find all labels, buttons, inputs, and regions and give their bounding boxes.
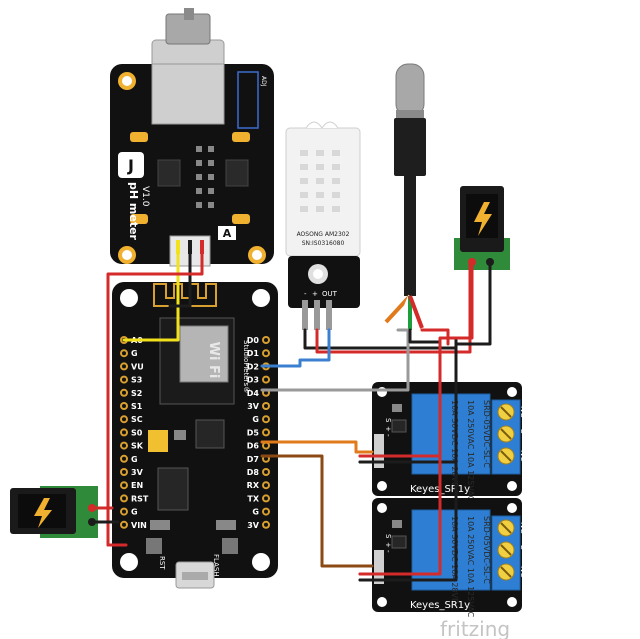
relay-input-label: S [384,418,392,423]
wire-d6-relay1 [260,440,374,454]
relay-input-label: S [384,534,392,539]
right-pin-label: D3 [247,376,259,385]
adj-label: ADJ [260,76,267,87]
right-pin-label: D1 [247,349,260,358]
left-pin-label: G [131,349,138,358]
relay-spec-line: SRD-05VDC-SL-C [482,516,491,584]
dc-jack-top [454,186,510,270]
terminal-label: NO [519,566,528,578]
wire-ds18b20-gnd [408,328,442,344]
dfrobot-logo [118,152,144,178]
right-pin-label: D7 [247,455,259,464]
wire-ph-signal [122,242,180,342]
relay-input-label: + [384,542,392,548]
relay-spec-line: 10A 250VAC 10A 125VAC [466,400,475,502]
wifi-logo: Wi Fi [206,342,221,379]
wire-ph-vcc [106,242,204,547]
rst-button[interactable] [146,538,162,554]
left-pin-label: EN [131,481,143,490]
bnc-connector-pin [184,8,194,20]
right-pin-label: 3V [247,521,260,530]
ds18b20-probe [384,63,426,330]
right-pin-label: D4 [247,389,260,398]
label-a: A [223,227,232,240]
wire-jack-vcc [358,260,474,458]
dht22-plus: + [312,290,318,298]
right-pin-label: D5 [247,428,260,437]
left-pin-label: RST [131,494,149,503]
right-pin-label: TX [247,494,259,503]
dht22-minus: - [304,290,307,298]
dht22-model-label: AOSONG AM2302 [297,231,350,238]
relay-cube [411,509,491,591]
right-pin-label: D2 [247,362,259,371]
right-pin-label: D0 [247,336,260,345]
flash-button[interactable] [222,538,238,554]
probe-cable [404,176,416,296]
ph-meter-board: J pH meter V1.0 ADJ A [110,8,274,267]
left-pin-label: SK [131,442,144,451]
wires [90,242,492,582]
dht22-sensor: AOSONG AM2302 SN:IS0316080 - + OUT [285,121,361,330]
right-pin-label: 3V [247,402,260,411]
power-bolt-icon [474,202,492,236]
left-pin-label: VIN [131,521,147,530]
wire-ds18b20-data [260,328,410,392]
ph-meter-version: V1.0 [140,186,150,207]
wire-d7-relay2 [260,454,374,568]
fritzing-watermark: fritzing [440,617,510,639]
left-pin-label: 3V [131,468,144,477]
terminal-label: NO [519,450,528,462]
wire-ph-gnd [168,242,192,308]
relay-input-header [374,550,384,584]
left-pin-label: SC [131,415,143,424]
dc-jack-left [10,486,98,538]
relay-name: Keyes_SR1y [410,600,470,611]
nodemcu-pcb [112,282,278,578]
left-pin-label: G [131,455,138,464]
relay-spec-line: 10A 250VAC 10A 125VAC [466,516,475,618]
dht22-out: OUT [322,290,338,298]
brand-label: StudioPieters® [242,340,250,393]
terminal-label: NC [519,406,528,418]
left-pin-label: VU [131,362,144,371]
wire-dht-data [260,328,331,368]
left-pin-label: G [131,508,138,517]
left-pin-label: S2 [131,389,142,398]
right-pin-label: D6 [247,442,260,451]
svg-text:J: J [127,156,134,175]
wire-jack-gnd [358,260,492,464]
ph-meter-pcb [110,64,274,264]
left-pin-label: S0 [131,428,143,437]
power-bolt-icon-left [34,498,52,528]
esp-module-shield [179,325,229,383]
left-pin-label: S1 [131,402,143,411]
relay-input-label: - [384,550,392,553]
dht22-serial-label: SN:IS0316080 [302,240,345,247]
right-pin-label: G [252,508,259,517]
relay-input-header [374,434,384,468]
left-pin-label: S3 [131,376,142,385]
ph-meter-title: pH meter [127,182,140,241]
rst-label: RST [158,556,166,570]
label-a-box [218,226,236,240]
right-pin-label: D8 [247,468,260,477]
terminal-label: NC [519,522,528,534]
nodemcu-board: Wi Fi StudioPieters® RST FLASH A0GVUS3S2… [112,282,278,589]
relay-spec-line: SRD-05VDC-SL-C [482,400,491,468]
right-pin-label: RX [247,481,260,490]
right-pin-label: G [252,415,259,424]
terminal-label: C [519,428,528,434]
terminal-label: C [519,544,528,550]
relay-input-label: + [384,426,392,432]
wire-dht-vcc [315,260,472,354]
relay-input-label: - [384,434,392,437]
probe-steel-tip [395,63,425,117]
probe-sleeve [394,118,426,176]
flash-label: FLASH [212,554,220,577]
adj-potentiometer [237,71,259,129]
